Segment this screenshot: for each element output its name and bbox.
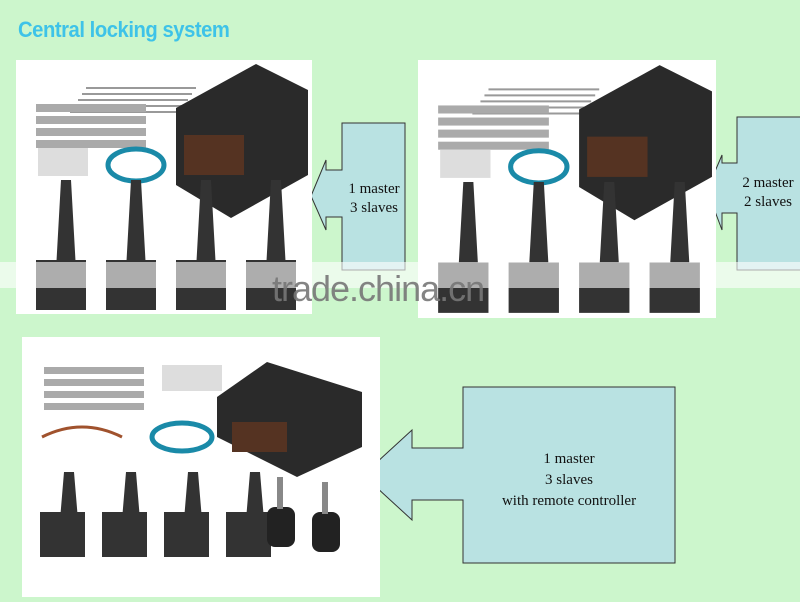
mounting-rods-icon xyxy=(472,88,600,115)
callout-line: 1 master xyxy=(543,451,595,467)
watermark: trade.china.cn xyxy=(272,268,485,309)
callout-arrow-3 xyxy=(362,386,676,564)
callout-text-1: 1 master 3 slaves xyxy=(336,180,412,218)
page-title: Central locking system xyxy=(18,17,230,42)
callout-line: 3 slaves xyxy=(350,200,398,216)
actuator-icons xyxy=(40,472,271,557)
control-unit-icon xyxy=(579,65,712,221)
callout-line: 3 slaves xyxy=(545,472,593,488)
wire-icon xyxy=(41,425,123,439)
clips-icon xyxy=(440,149,491,178)
control-unit-icon xyxy=(217,362,362,477)
callout-text-2: 2 master 2 slaves xyxy=(733,174,800,212)
watermark-band xyxy=(0,262,800,288)
wire-harness-icon xyxy=(508,148,570,186)
mounting-rods-icon xyxy=(70,87,196,113)
callout-line: 2 master xyxy=(742,175,794,191)
callout-text-3: 1 master 3 slaves with remote controller xyxy=(463,449,675,512)
brackets-icon xyxy=(44,367,144,410)
wire-harness-icon xyxy=(149,420,215,454)
brackets-icon xyxy=(438,105,549,150)
product-photo-3 xyxy=(22,337,380,597)
clips-icon xyxy=(38,148,88,176)
callout-line: 2 slaves xyxy=(744,194,792,210)
clips-icon xyxy=(162,365,222,391)
wire-harness-icon xyxy=(105,146,167,184)
remote-key-icons xyxy=(267,477,340,552)
control-unit-icon xyxy=(176,64,308,218)
callout-line: 1 master xyxy=(348,181,400,197)
brackets-icon xyxy=(36,104,146,148)
callout-line: with remote controller xyxy=(501,493,637,509)
